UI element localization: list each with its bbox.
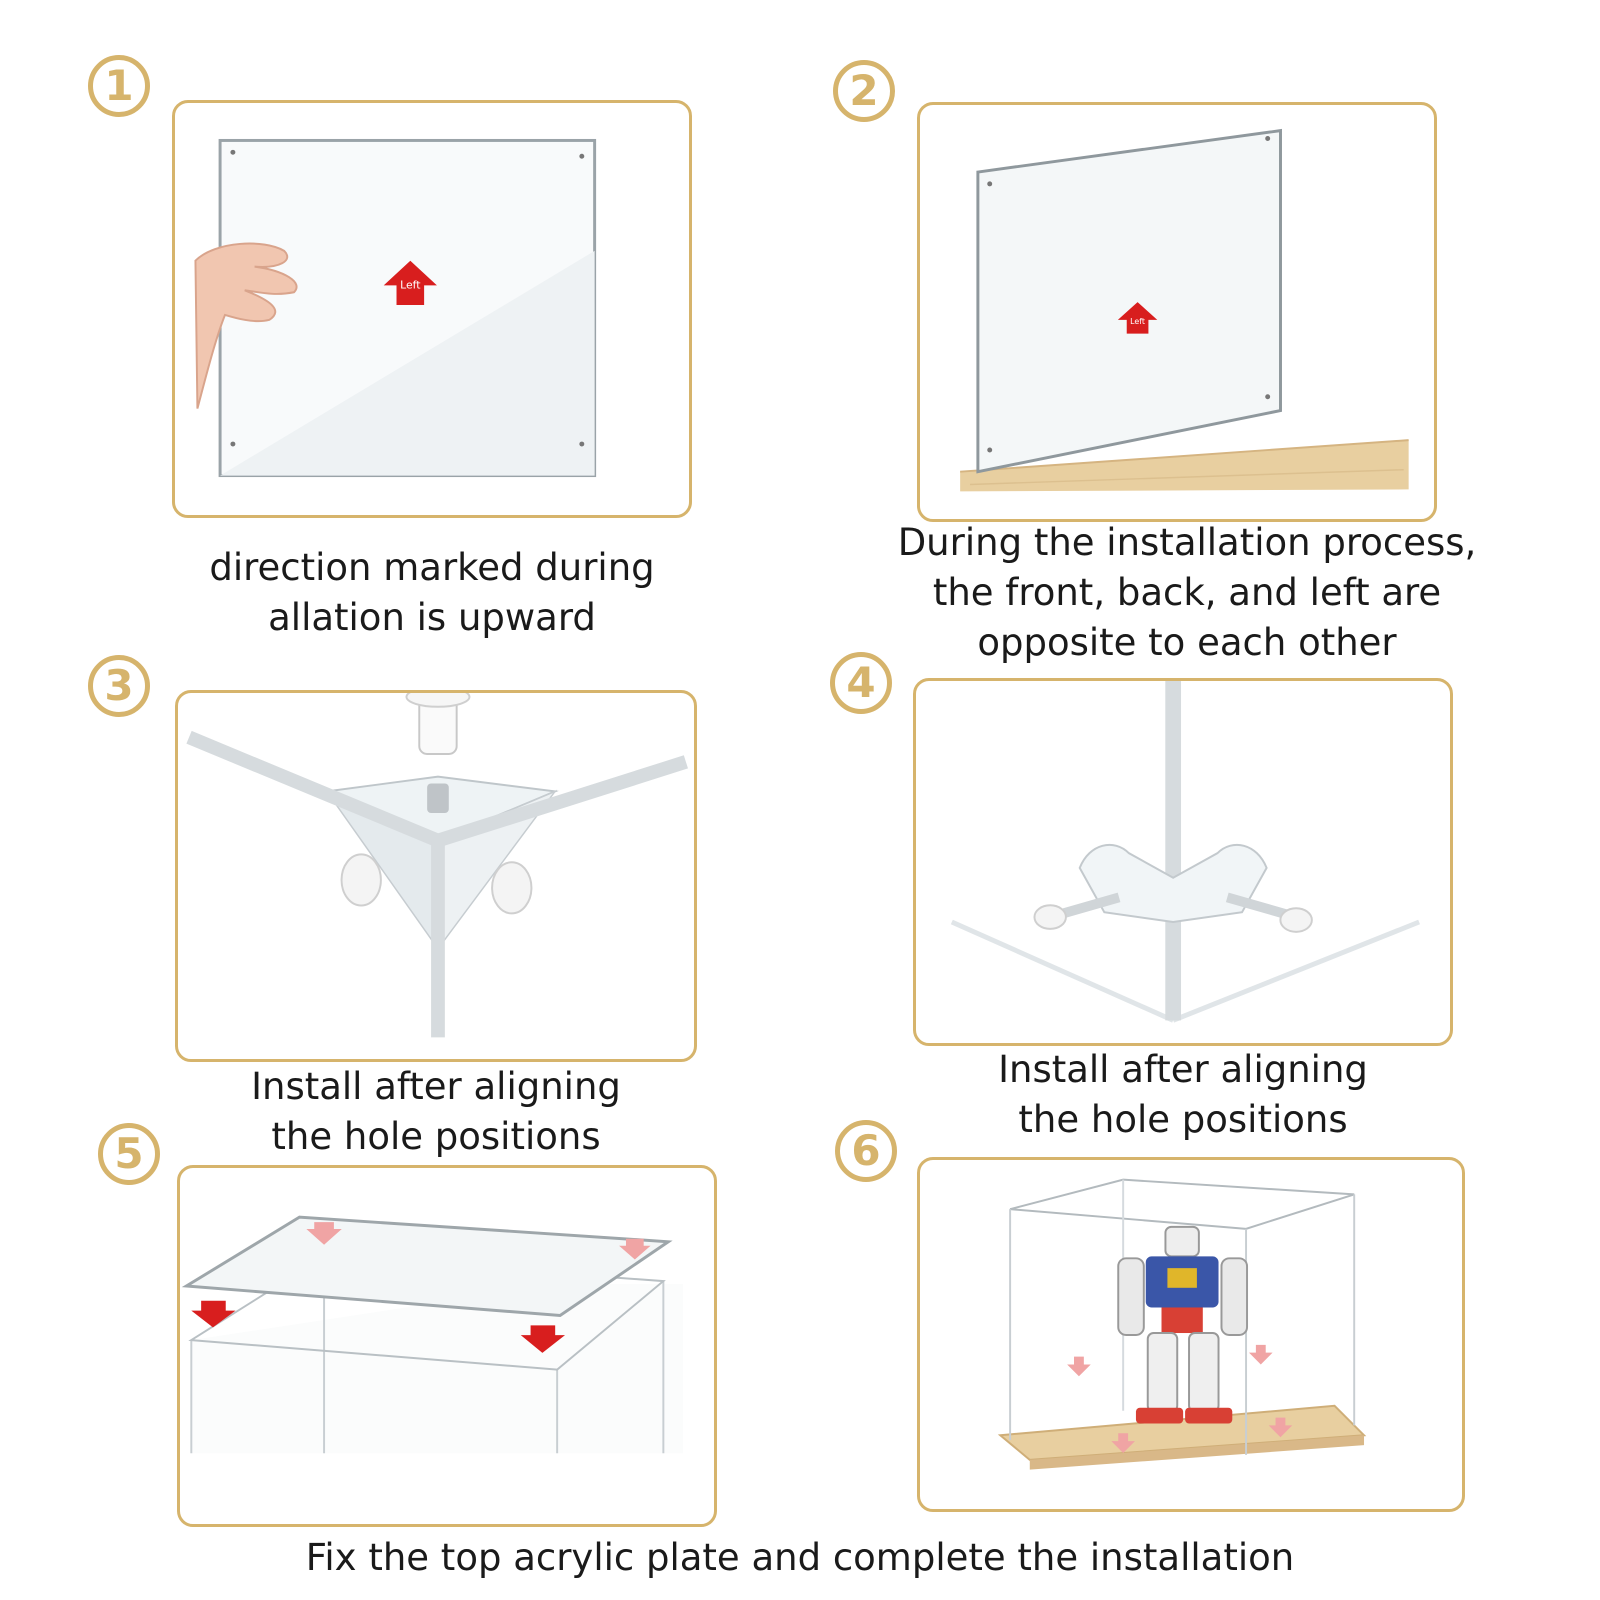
down-arrow-icon [306,1222,651,1260]
caption-line: the front, back, and left are [932,571,1442,614]
caption-line: During the installation process, [897,521,1477,564]
caption-line: the hole positions [271,1115,601,1158]
caption-line: the hole positions [1018,1098,1348,1141]
step-number-6: 6 [835,1120,897,1182]
up-arrow-icon: Left [383,260,437,306]
acrylic-panel-on-base-illustration: Left [960,128,1409,492]
corner-connector-illustration [186,693,688,1038]
step-4-panel [913,678,1453,1046]
footer-caption: Fix the top acrylic plate and complete t… [305,1536,1295,1579]
step-2-panel: Left [917,102,1437,522]
caption-line: direction marked during [209,546,655,589]
step-number-5: 5 [98,1123,160,1185]
arrow-label: Left [1130,317,1145,326]
step-1-caption: direction marked during allation is upwa… [172,543,692,643]
step-number-2: 2 [833,60,895,122]
completed-display-case-illustration [997,1178,1367,1470]
up-arrow-icon: Left [1117,302,1158,334]
caption-line: allation is upward [268,596,596,639]
caption-line: Install after aligning [251,1065,621,1108]
caption-line: opposite to each other [977,621,1397,664]
step-1-panel: Left [172,100,692,518]
acrylic-panel-hand-illustration: Left [194,138,597,478]
step-number-1: 1 [88,55,150,117]
step-number-3: 3 [88,655,150,717]
caption-line: Install after aligning [998,1048,1368,1091]
down-arrow-icon [1067,1344,1293,1453]
down-arrow-icon [191,1300,566,1353]
arrow-label: Left [400,278,420,291]
bottom-connector-illustration [950,681,1421,1023]
robot-figure-icon [1117,1225,1249,1424]
step-3-caption: Install after aligning the hole position… [175,1062,697,1162]
step-6-panel [917,1157,1465,1512]
step-3-panel [175,690,697,1062]
step-4-caption: Install after aligning the hole position… [913,1045,1453,1145]
step-2-caption: During the installation process, the fro… [862,518,1512,668]
step-number-4: 4 [830,652,892,714]
step-5-panel [177,1165,717,1527]
top-plate-installation-illustration [181,1215,684,1454]
